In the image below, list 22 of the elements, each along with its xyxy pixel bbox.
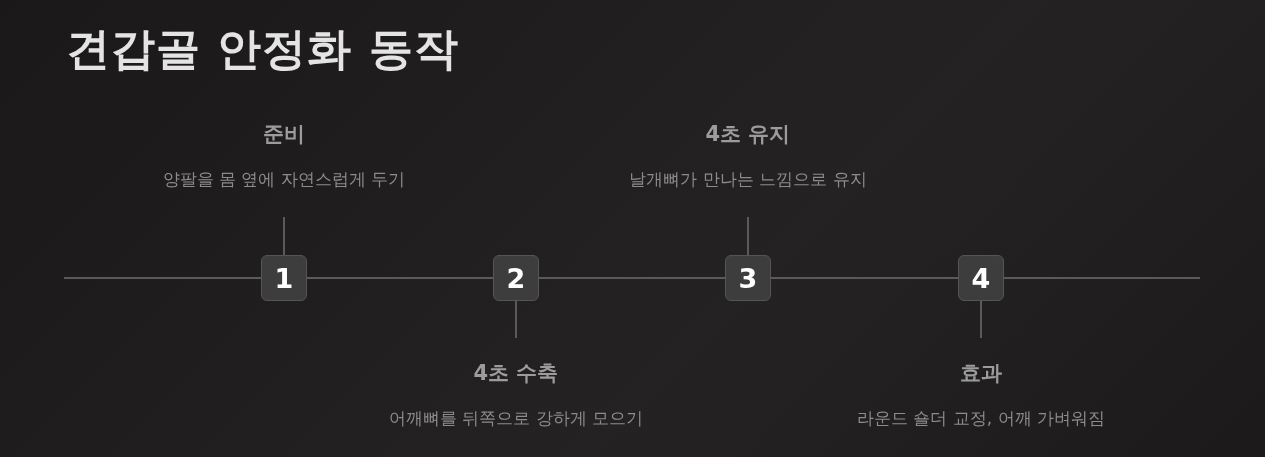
step-heading: 4초 수축: [473, 360, 559, 387]
timeline-line: [770, 277, 959, 279]
leader-line: [747, 216, 749, 256]
timeline-line: [538, 277, 726, 279]
leader-line: [515, 300, 517, 339]
step-description: 양팔을 몸 옆에 자연스럽게 두기: [162, 168, 406, 191]
step-number-box: 3: [725, 255, 771, 301]
step-heading: 효과: [960, 360, 1002, 387]
step-heading: 준비: [263, 121, 305, 148]
step-number-box: 1: [261, 255, 307, 301]
step-description: 라운드 숄더 교정, 어깨 가벼워짐: [857, 407, 1105, 430]
step-number-box: 2: [493, 255, 539, 301]
step-description: 어깨뼈를 뒤쪽으로 강하게 모으기: [388, 407, 644, 430]
step-number-box: 4: [958, 255, 1004, 301]
title: 견갑골 안정화 동작: [66, 22, 459, 76]
leader-line: [283, 216, 285, 256]
leader-line: [980, 300, 982, 339]
timeline-line: [63, 277, 262, 279]
timeline-line: [306, 277, 494, 279]
timeline-line: [1003, 277, 1201, 279]
step-heading: 4초 유지: [705, 121, 791, 148]
step-description: 날개뼈가 만나는 느낌으로 유지: [629, 168, 867, 191]
